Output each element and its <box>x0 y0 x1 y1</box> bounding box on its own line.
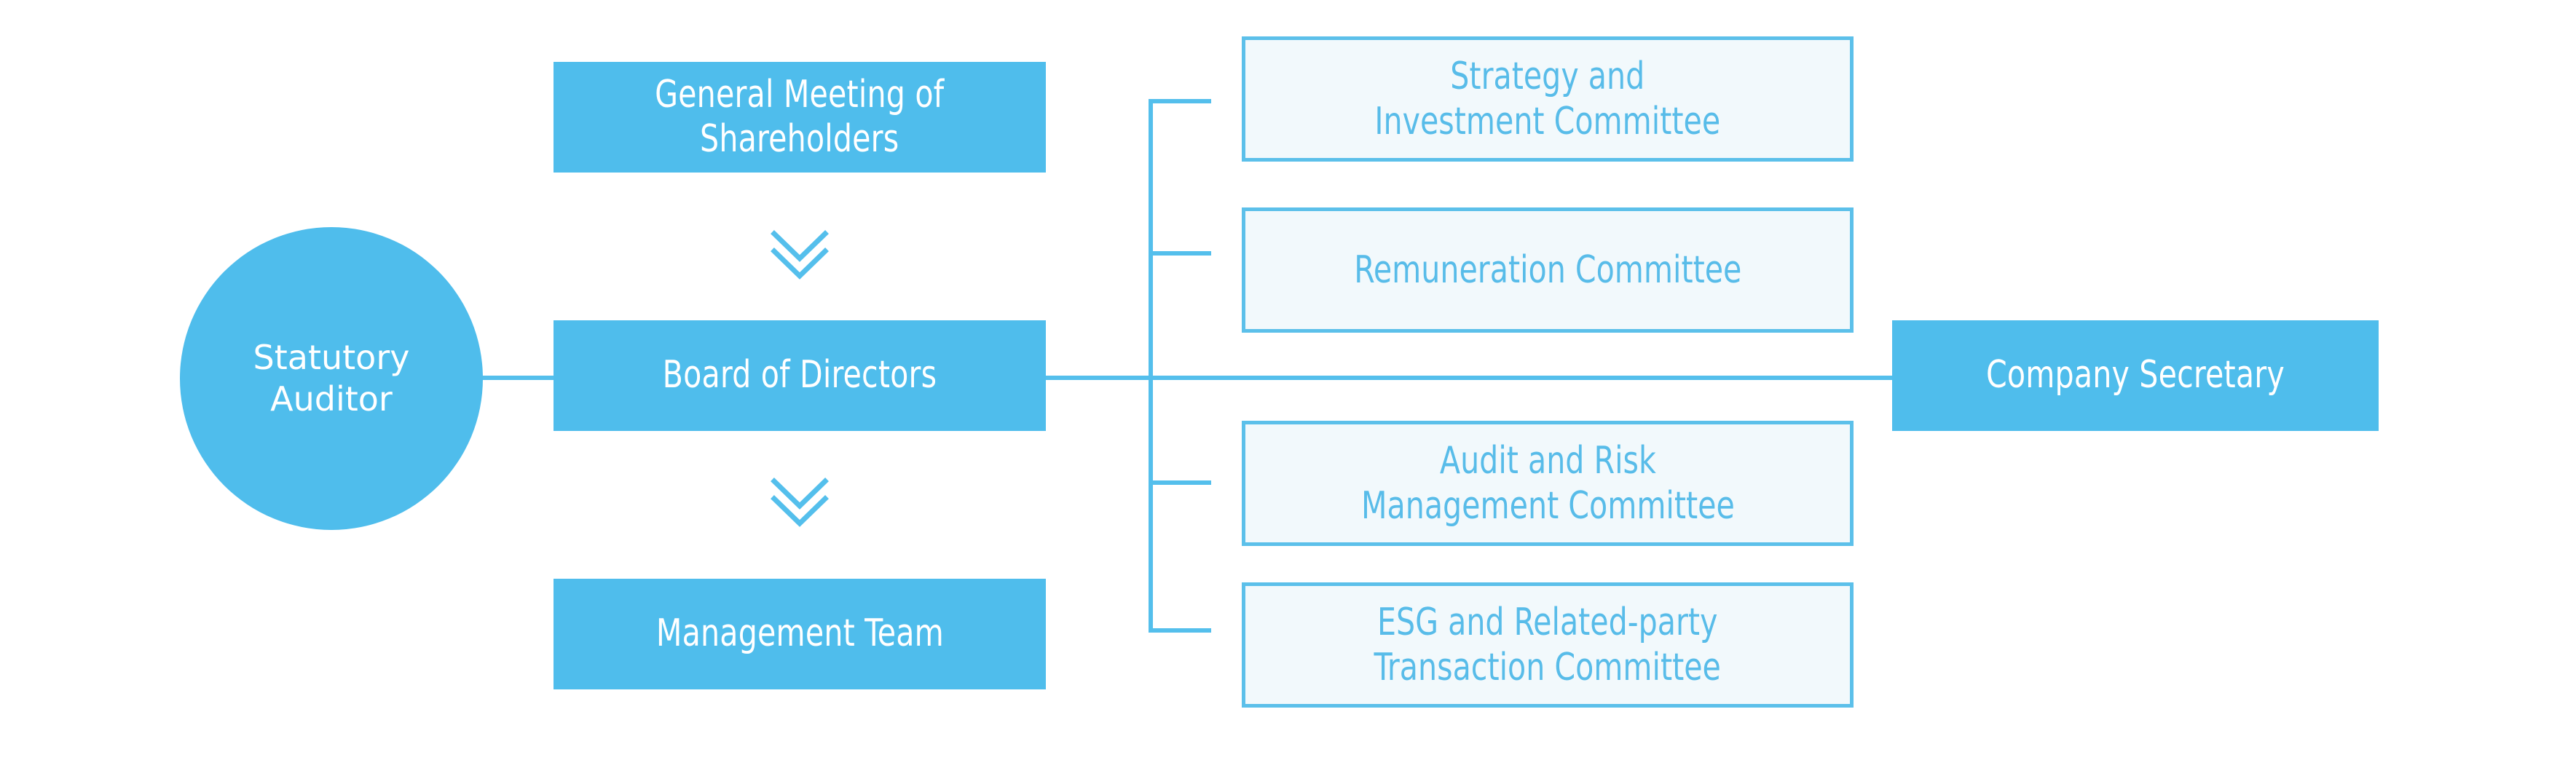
node-general-meeting-of-shareholders[interactable]: General Meeting of Shareholders <box>554 62 1046 173</box>
double-chevron-down-icon <box>767 222 832 285</box>
node-remuneration-committee-label: Remuneration Committee <box>1353 248 1742 292</box>
node-audit-and-risk-management-committee-label: Audit and Risk Management Committee <box>1360 438 1735 528</box>
node-esg-and-related-party-transaction-committee[interactable]: ESG and Related-party Transaction Commit… <box>1242 582 1854 708</box>
node-management-team-label: Management Team <box>655 611 944 656</box>
node-statutory-auditor[interactable]: Statutory Auditor <box>180 227 483 530</box>
connector-trunk-to-strategy-committee <box>1149 99 1211 103</box>
node-remuneration-committee[interactable]: Remuneration Committee <box>1242 207 1854 333</box>
connector-committee-trunk <box>1149 101 1153 633</box>
node-company-secretary[interactable]: Company Secretary <box>1892 320 2379 431</box>
connector-auditor-to-board <box>473 376 559 380</box>
node-company-secretary-label: Company Secretary <box>1986 353 2285 397</box>
node-audit-and-risk-management-committee[interactable]: Audit and Risk Management Committee <box>1242 421 1854 546</box>
node-statutory-auditor-label: Statutory Auditor <box>253 337 410 419</box>
node-esg-and-related-party-transaction-committee-label: ESG and Related-party Transaction Commit… <box>1374 600 1722 689</box>
node-strategy-and-investment-committee[interactable]: Strategy and Investment Committee <box>1242 36 1854 162</box>
connector-board-to-company-secretary <box>1043 376 1894 380</box>
connector-trunk-to-remuneration-committee <box>1149 251 1211 256</box>
double-chevron-down-icon <box>767 470 832 532</box>
node-strategy-and-investment-committee-label: Strategy and Investment Committee <box>1374 54 1721 143</box>
node-general-meeting-label: General Meeting of Shareholders <box>655 72 945 161</box>
connector-trunk-to-esg-committee <box>1149 628 1211 633</box>
node-management-team[interactable]: Management Team <box>554 579 1046 689</box>
node-board-of-directors-label: Board of Directors <box>662 353 937 397</box>
node-board-of-directors[interactable]: Board of Directors <box>554 320 1046 431</box>
connector-trunk-to-audit-committee <box>1149 480 1211 485</box>
